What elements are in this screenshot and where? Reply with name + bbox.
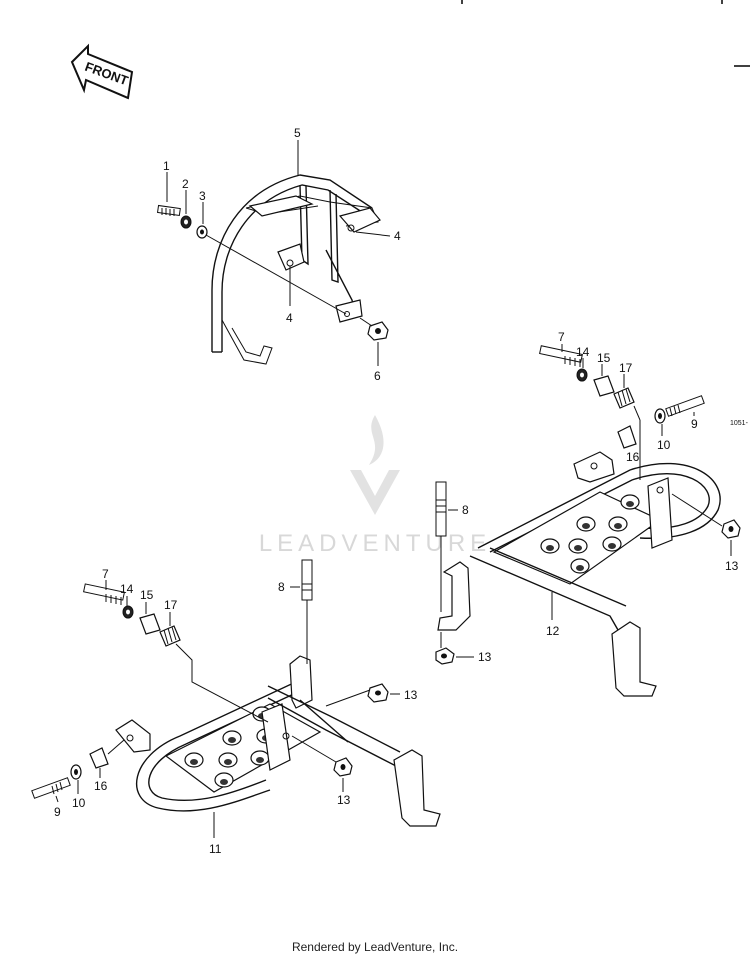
- callout-12: 12: [546, 624, 560, 638]
- callout-13-left-lower: 13: [337, 793, 351, 807]
- callout-2: 2: [182, 177, 189, 191]
- callout-5: 5: [294, 126, 301, 140]
- front-arrow-icon: FRONT: [70, 43, 134, 100]
- callout-1: 1: [163, 159, 170, 173]
- leadventure-logo-icon: [350, 415, 400, 515]
- callout-9-left: 9: [54, 805, 61, 819]
- callout-7-left: 7: [102, 567, 109, 581]
- callout-17-right: 17: [619, 361, 633, 375]
- right-footrest-assembly: [435, 345, 741, 697]
- callout-13-right-upper: 13: [725, 559, 739, 573]
- callout-16-left: 16: [94, 779, 108, 793]
- callout-8-left: 8: [278, 580, 285, 594]
- callout-14-left: 14: [120, 582, 134, 596]
- bolt-icon: [156, 204, 181, 217]
- callout-3: 3: [199, 189, 206, 203]
- left-footrest-assembly: [31, 559, 441, 827]
- callout-13-left-upper: 13: [404, 688, 418, 702]
- callout-13-right-lower: 13: [478, 650, 492, 664]
- callout-15-right: 15: [597, 351, 611, 365]
- callout-4-lower: 4: [286, 311, 293, 325]
- callout-11: 11: [209, 842, 222, 856]
- watermark-text: LEADVENTURE: [258, 530, 492, 557]
- callout-4-upper: 4: [394, 229, 401, 243]
- reference-code: 1051-: [730, 420, 749, 427]
- callout-7-right: 7: [558, 330, 565, 344]
- footer-credit: Rendered by LeadVenture, Inc.: [291, 940, 459, 954]
- callout-16-right: 16: [626, 450, 640, 464]
- callout-8-right: 8: [462, 503, 469, 517]
- callout-15-left: 15: [140, 588, 154, 602]
- callout-10-left: 10: [72, 796, 86, 810]
- callout-17-left: 17: [164, 598, 178, 612]
- grab-bar-assembly: [156, 174, 389, 365]
- callout-6: 6: [374, 369, 381, 383]
- callout-14-right: 14: [576, 345, 590, 359]
- callout-9-right: 9: [691, 417, 698, 431]
- callout-10-right: 10: [657, 438, 671, 452]
